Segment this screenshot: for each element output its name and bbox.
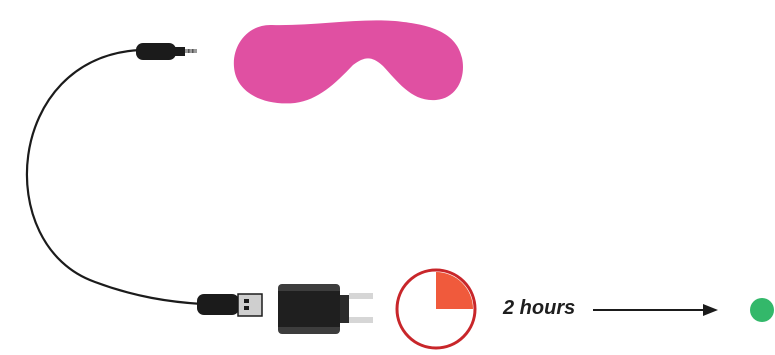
duration-label: 2 hours xyxy=(503,296,575,320)
charging-cable xyxy=(27,50,202,304)
green-status-dot xyxy=(750,298,774,322)
mini-jack-plug xyxy=(136,43,197,60)
eye-mask-device xyxy=(234,20,463,103)
progress-arrow xyxy=(593,304,718,316)
usb-connector xyxy=(197,294,262,316)
wall-charger-icon xyxy=(278,284,373,334)
timer-clock-icon xyxy=(397,270,475,348)
timer-progress-wedge xyxy=(436,272,473,309)
